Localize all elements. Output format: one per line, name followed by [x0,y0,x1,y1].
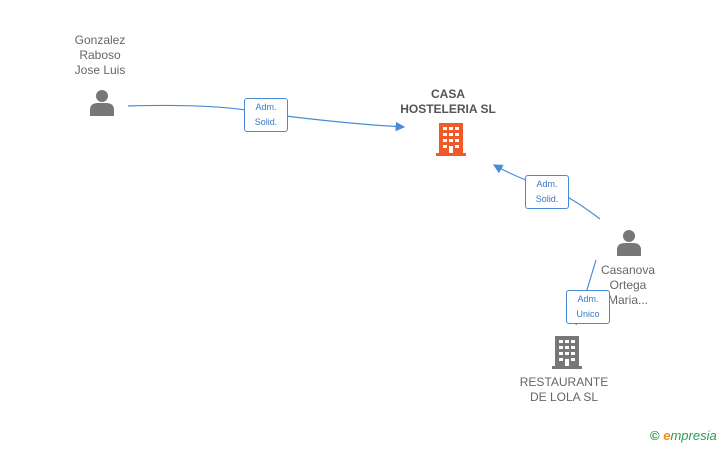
relation-text: Adm. [577,294,599,304]
copyright-symbol: © [650,428,660,443]
relation-text: Adm. [255,102,277,112]
person-node-label[interactable]: Casanova Ortega Maria... [588,263,668,308]
person-name-line: Casanova [600,263,656,277]
relation-badge[interactable]: Adm. Solid. [244,98,288,132]
relation-badge[interactable]: Adm. Solid. [525,175,569,209]
person-name-line: Jose Luis [74,63,126,77]
company-name-line: RESTAURANTE [519,375,609,389]
company-node-label[interactable]: RESTAURANTE DE LOLA SL [514,375,614,405]
relation-text: Adm. [536,179,558,189]
company-name-line: CASA [430,87,465,101]
brand-logo-initial: e [663,428,671,443]
relation-text: Solid. [535,194,559,204]
person-name-line: Maria... [607,293,648,307]
person-name-line: Raboso [79,48,121,62]
relation-text: Unico [576,309,600,319]
person-node-label[interactable]: Gonzalez Raboso Jose Luis [60,33,140,78]
brand-logo-rest: mpresia [670,428,717,443]
person-name-line: Ortega [609,278,647,292]
company-node-label[interactable]: CASA HOSTELERIA SL [388,87,508,117]
relation-text: Solid. [254,117,278,127]
brand-footer[interactable]: © empresia [650,428,717,443]
person-name-line: Gonzalez [74,33,126,47]
building-icon[interactable] [435,121,467,157]
brand-logo: empresia [663,428,716,443]
person-icon[interactable] [88,88,116,116]
building-icon[interactable] [551,334,583,370]
person-icon[interactable] [615,228,643,256]
relation-badge[interactable]: Adm. Unico [566,290,610,324]
company-name-line: DE LOLA SL [529,390,599,404]
company-name-line: HOSTELERIA SL [400,102,496,116]
